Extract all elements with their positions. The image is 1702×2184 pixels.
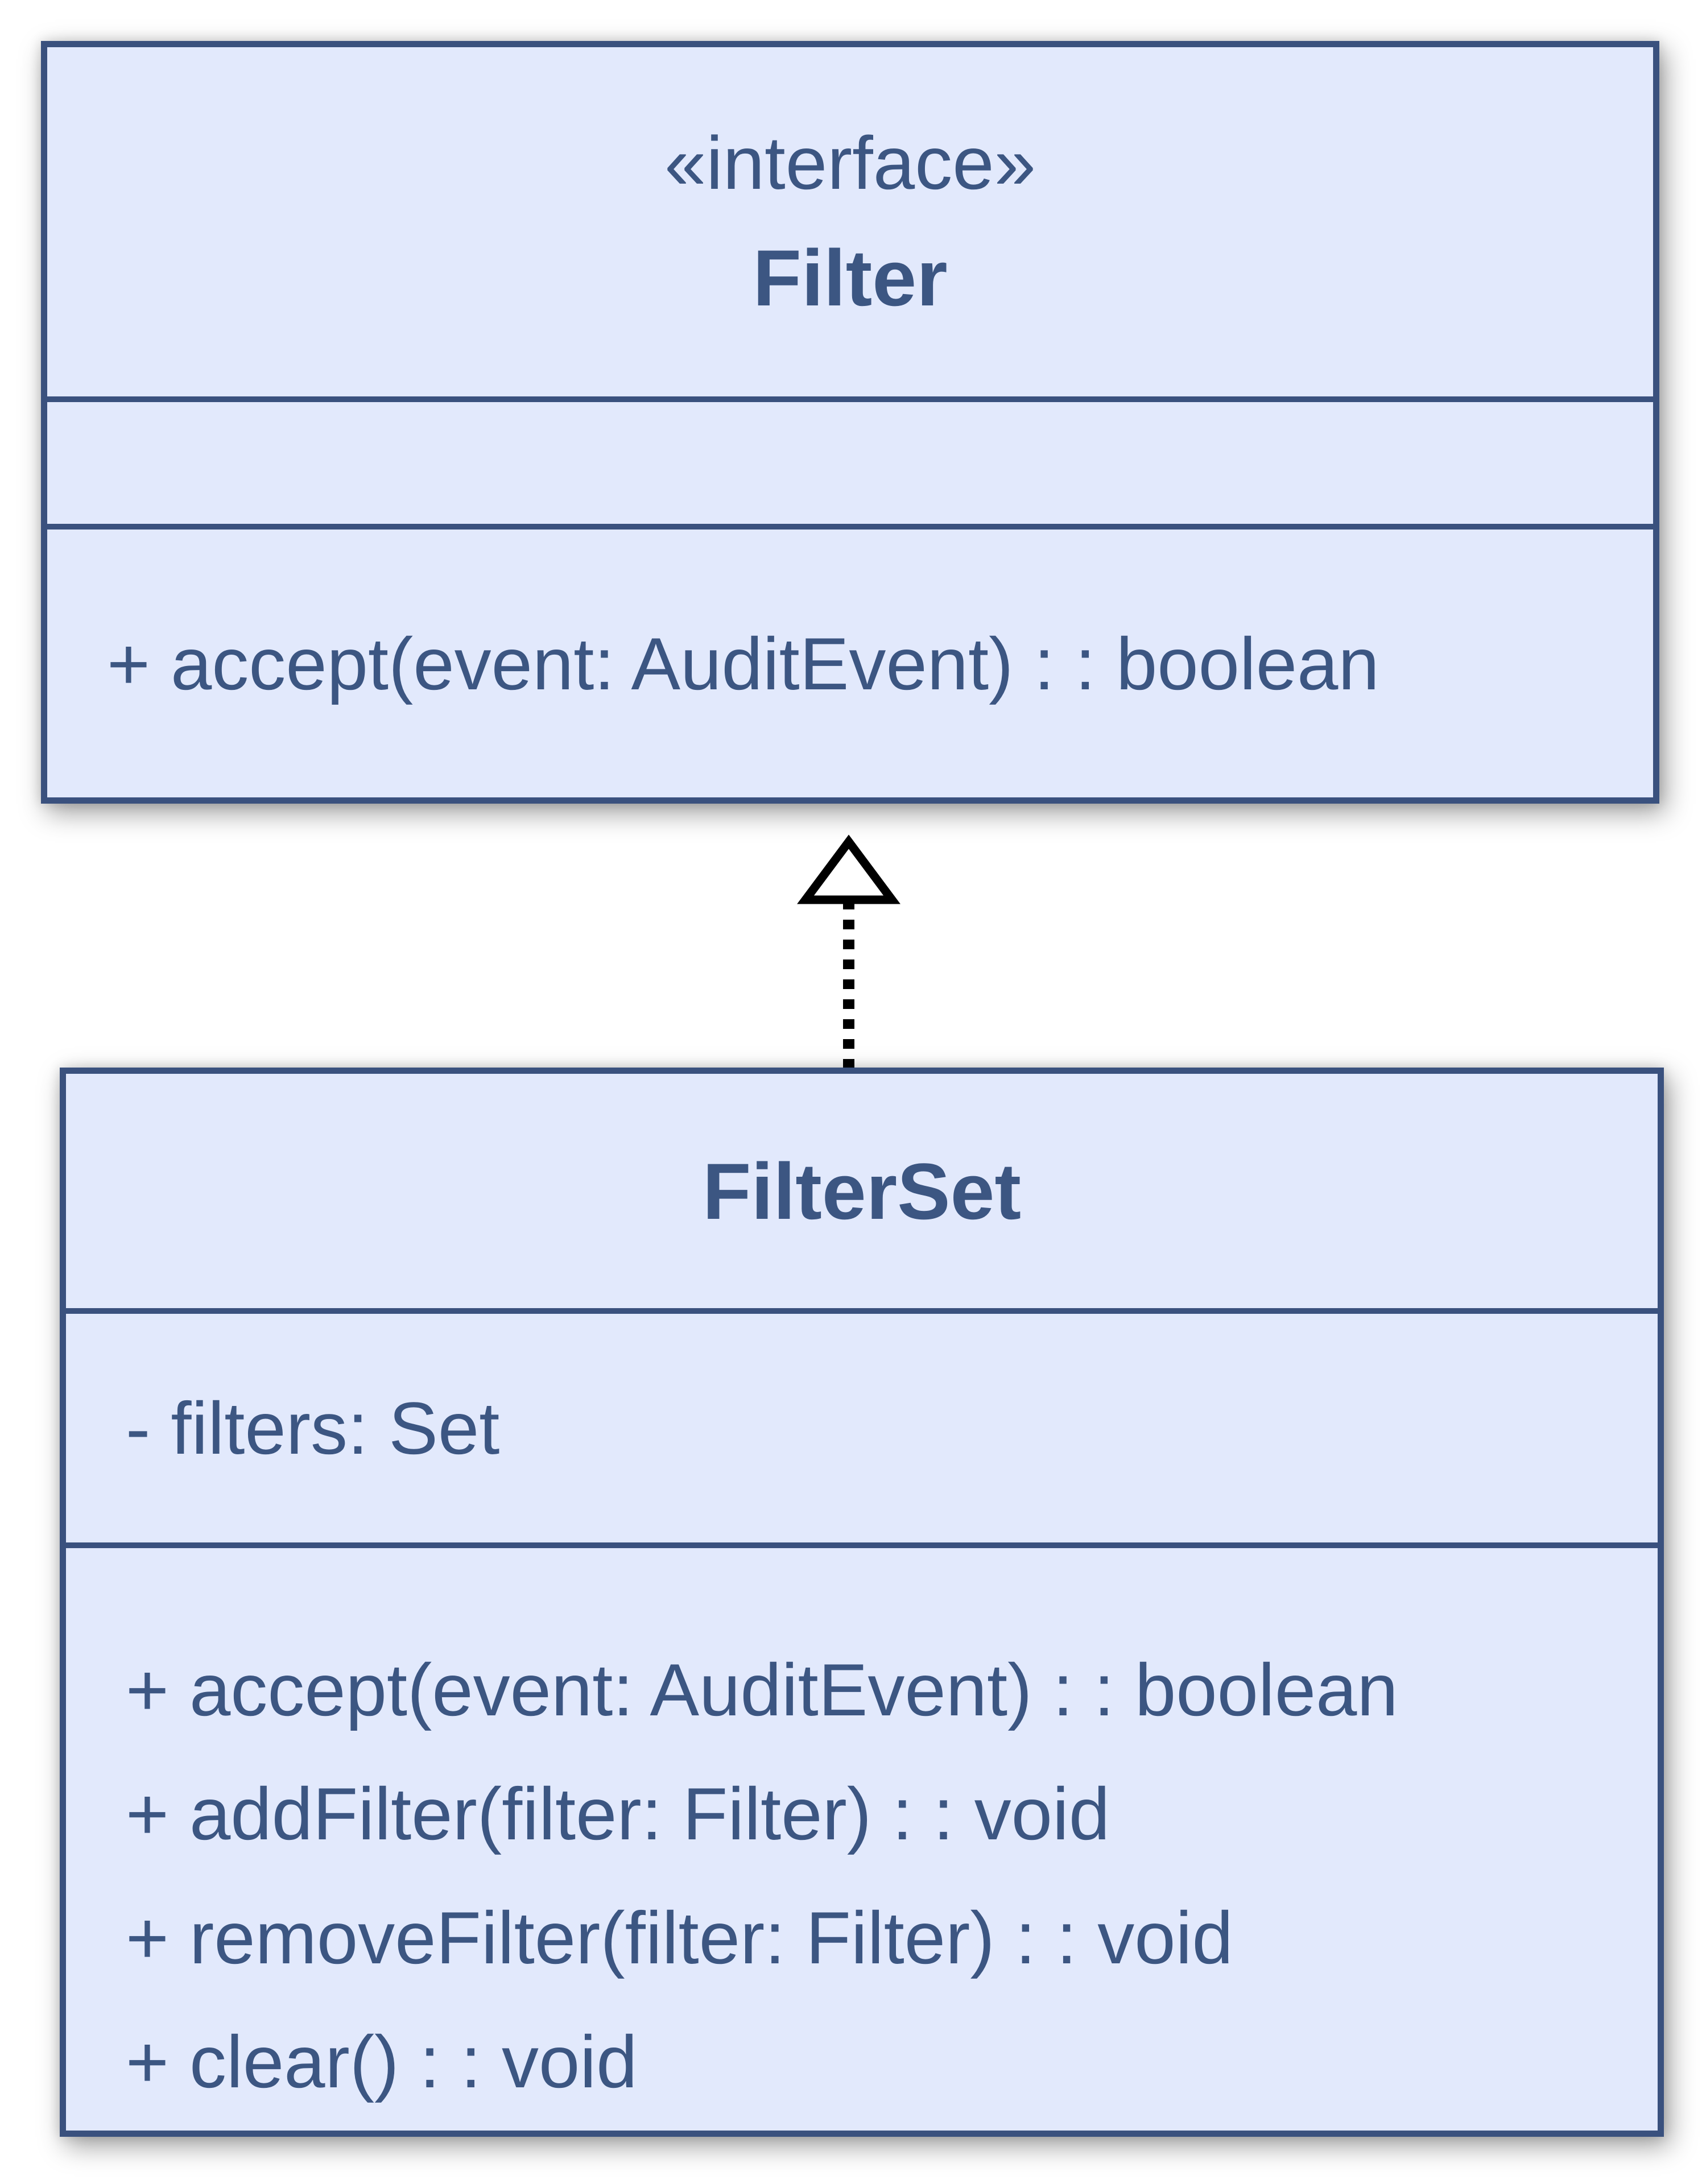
class-member: + addFilter(filter: Filter) : : void [126, 1772, 1110, 1855]
hollow-triangle-arrowhead [797, 834, 900, 904]
filterset-class-box: FilterSet - filters: Set + accept(event:… [60, 1068, 1664, 2137]
filterset-methods-compartment: + accept(event: AuditEvent) : : boolean +… [66, 1542, 1658, 2131]
realization-arrow [797, 834, 900, 1068]
filterset-title-compartment: FilterSet [66, 1074, 1658, 1308]
filter-title-compartment: «interface» Filter [47, 47, 1653, 396]
class-member: - filters: Set [126, 1387, 500, 1470]
filterset-attributes-compartment: - filters: Set [66, 1308, 1658, 1542]
filterset-class-name: FilterSet [702, 1146, 1022, 1236]
filter-attributes-compartment [47, 396, 1653, 524]
class-member: + clear() : : void [126, 2020, 638, 2103]
filter-class-name: Filter [753, 233, 948, 322]
class-member: + accept(event: AuditEvent) : : boolean [107, 622, 1379, 705]
filter-methods-compartment: + accept(event: AuditEvent) : : boolean [47, 524, 1653, 797]
interface-stereotype-label: «interface» [664, 121, 1036, 205]
interface-filter-class-box: «interface» Filter + accept(event: Audit… [41, 41, 1659, 804]
class-member: + accept(event: AuditEvent) : : boolean [126, 1648, 1398, 1731]
class-member: + removeFilter(filter: Filter) : : void [126, 1896, 1233, 1979]
